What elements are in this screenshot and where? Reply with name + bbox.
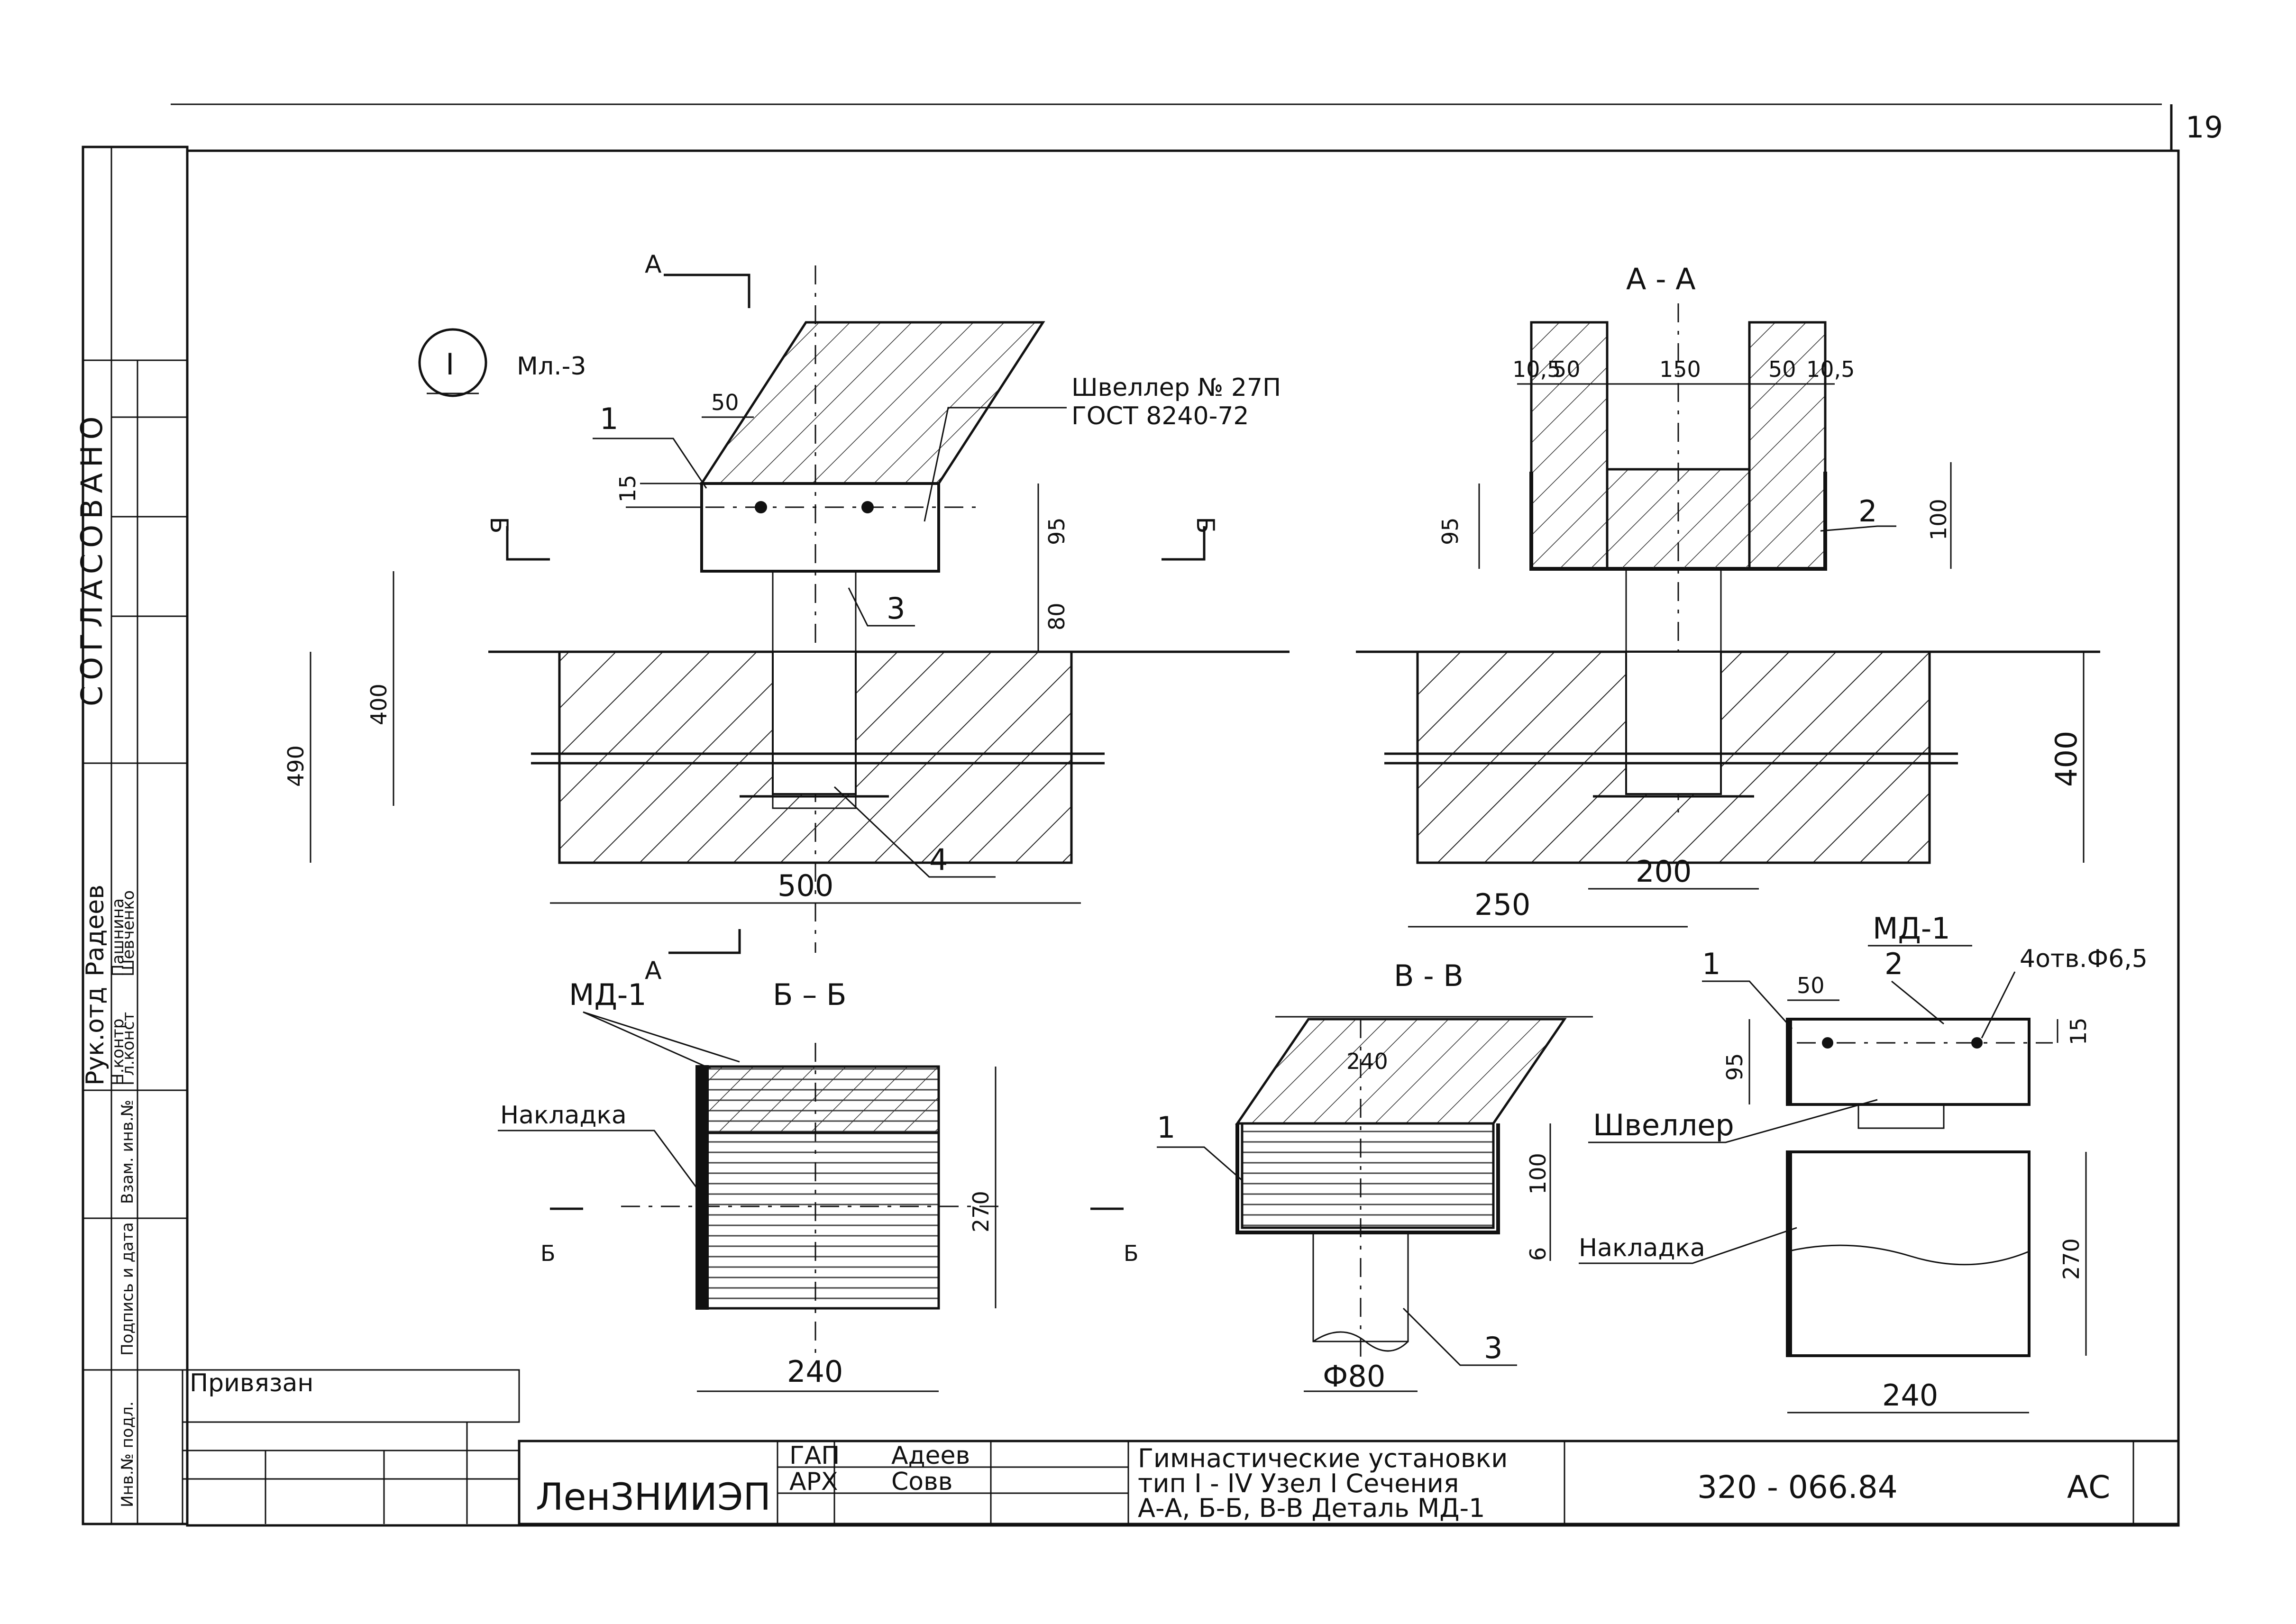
vv-dim-240: 240 — [1346, 1049, 1388, 1074]
section-aa: А - А 2 10,5 50 150 50 10,5 95 100 — [1356, 262, 2100, 928]
callout-3: 3 — [887, 591, 905, 626]
callout-1: 1 — [600, 401, 618, 436]
channel-label-line-2: ГОСТ 8240-72 — [1071, 402, 1249, 430]
aa-dim-95: 95 — [1437, 517, 1463, 545]
vv-callout-3: 3 — [1484, 1331, 1502, 1365]
aa-dim-150: 150 — [1659, 356, 1701, 382]
md1-callout-1: 1 — [1702, 947, 1720, 981]
bb-overlay-label: Накладка — [500, 1101, 627, 1130]
detail-md1: МД-1 1 2 4отв.Ф6,5 Швеллер Накладка 50 1… — [1579, 911, 2148, 1414]
sheet-title-line-2: тип I - IV Узел I Сечения — [1138, 1469, 1459, 1498]
stamp-field-signature: Подпись и дата — [118, 1222, 137, 1356]
md1-dim-95: 95 — [1722, 1053, 1747, 1081]
bb-dim-270: 270 — [968, 1191, 994, 1232]
aa-dim-250: 250 — [1474, 887, 1530, 922]
section-mark-b-left: Б — [485, 517, 513, 534]
aa-dim-200: 200 — [1636, 854, 1692, 889]
signature-name-2: Совв — [891, 1468, 952, 1496]
section-mark-a-top: А — [645, 250, 662, 279]
section-aa-callout-2: 2 — [1858, 494, 1877, 529]
privyazan-label: Привязан — [190, 1369, 313, 1397]
aa-dim-400: 400 — [2049, 731, 2084, 787]
dim-15: 15 — [615, 474, 640, 502]
signature-role-2: АРХ — [789, 1468, 838, 1496]
bb-dim-240: 240 — [787, 1354, 843, 1389]
vv-dim-100: 100 — [1525, 1153, 1551, 1195]
stamp-row-1-name: Радеев — [81, 885, 110, 976]
dim-400: 400 — [366, 684, 392, 725]
md1-dim-240: 240 — [1882, 1378, 1938, 1413]
aa-dim-10-5-right: 10,5 — [1806, 356, 1855, 382]
stage-code: АС — [2067, 1469, 2110, 1505]
section-bb-md-label: МД-1 — [569, 977, 647, 1012]
vv-dim-6: 6 — [1525, 1247, 1551, 1261]
stamp-row-3-role: Гл.конст — [119, 1012, 138, 1086]
channel-label-line-1: Швеллер № 27П — [1071, 374, 1281, 402]
stamp-row-1-role: Рук.отд — [81, 987, 110, 1086]
approval-stamp: СОГЛАСОВАНО Рук.отд Радеев Н.контр Пашни… — [74, 146, 189, 1525]
stamp-agreed-label: СОГЛАСОВАНО — [74, 411, 109, 706]
section-mark-b-right: Б — [1191, 517, 1219, 534]
md1-holes-label: 4отв.Ф6,5 — [2020, 945, 2148, 973]
section-mark-a-bottom: А — [645, 957, 662, 985]
md1-overlay-label: Накладка — [1579, 1234, 1705, 1262]
dim-80: 80 — [1044, 602, 1070, 630]
md1-dim-270: 270 — [2058, 1238, 2084, 1280]
bb-section-mark-right: Б — [1124, 1241, 1139, 1266]
document-code: 320 - 066.84 — [1697, 1469, 1898, 1505]
section-vv: В - В 1 3 240 100 6 Ф80 — [1157, 958, 1593, 1394]
aa-dim-10-5-left: 10,5 — [1512, 356, 1561, 382]
node-view: I Мл.-3 Б Б А А 1 Швеллер № 2 — [283, 250, 1290, 985]
md1-dim-15: 15 — [2066, 1017, 2091, 1045]
bb-section-mark-left: Б — [540, 1241, 556, 1266]
stamp-row-2-role: Н.контр — [109, 1019, 128, 1086]
md1-title: МД-1 — [1873, 911, 1950, 946]
section-bb-title: Б – Б — [773, 977, 846, 1012]
stamp-field-replace: Взам. инв.№ — [118, 1100, 137, 1204]
stamp-field-inventory: Инв.№ подл. — [118, 1401, 137, 1507]
section-aa-title: А - А — [1626, 262, 1696, 296]
signature-role-1: ГАП — [789, 1442, 840, 1470]
section-bb: Б – Б МД-1 Накладка Б Б 270 240 — [498, 977, 1139, 1392]
title-block: Привязан ЛенЗНИИЭП ГАП Адеев АРХ Совв Ги… — [182, 1369, 2180, 1525]
organization-name: ЛенЗНИИЭП — [536, 1476, 771, 1519]
node-marker: I — [446, 347, 454, 382]
dim-50: 50 — [711, 390, 739, 415]
aa-dim-50-left: 50 — [1553, 356, 1581, 382]
signature-name-1: Адеев — [891, 1442, 970, 1470]
stamp-row-3-name: Шевченко — [119, 890, 138, 976]
dim-95: 95 — [1044, 517, 1070, 545]
aa-dim-50-right: 50 — [1768, 356, 1796, 382]
vv-dim-f80: Ф80 — [1323, 1359, 1385, 1394]
dim-500: 500 — [778, 868, 833, 903]
section-vv-title: В - В — [1394, 958, 1464, 993]
aa-dim-100: 100 — [1926, 499, 1951, 540]
md1-channel-label: Швеллер — [1593, 1108, 1734, 1142]
vv-callout-1: 1 — [1157, 1110, 1175, 1145]
node-reference: Мл.-3 — [517, 352, 586, 381]
dim-490: 490 — [283, 745, 309, 787]
page-number: 19 — [2186, 110, 2223, 145]
md1-dim-50: 50 — [1797, 973, 1825, 998]
sheet-title-line-3: А-А, Б-Б, В-В Деталь МД-1 — [1138, 1493, 1485, 1523]
stamp-row-2-name: Пашнина — [109, 898, 128, 976]
md1-callout-2: 2 — [1884, 947, 1903, 981]
sheet-title-line-1: Гимнастические установки — [1138, 1443, 1508, 1473]
callout-4: 4 — [929, 842, 948, 877]
